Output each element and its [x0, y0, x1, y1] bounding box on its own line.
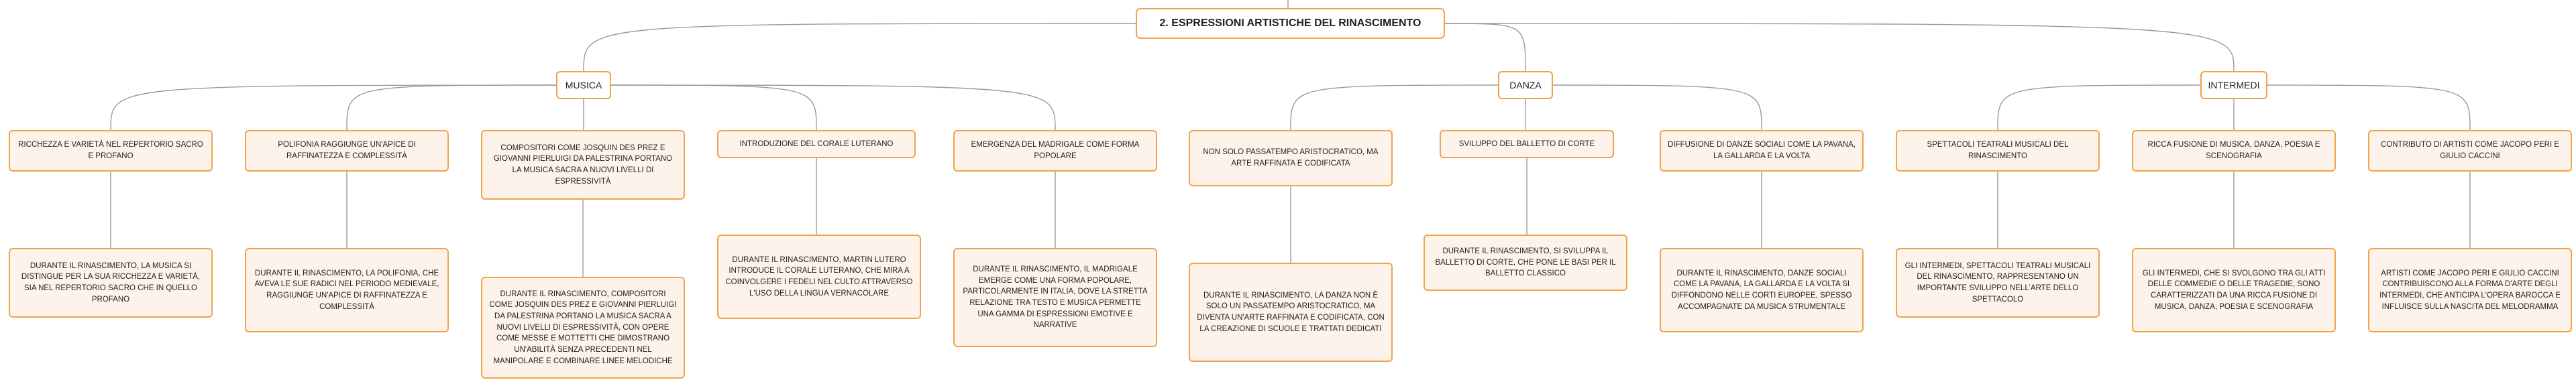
link-category-musica-topic-musica-1	[110, 84, 557, 131]
detail-danza-3[interactable]: DURANTE IL RINASCIMENTO, DANZE SOCIALI C…	[1660, 248, 1864, 332]
topic-danza-1[interactable]: NON SOLO PASSATEMPO ARISTOCRATICO, MA AR…	[1189, 130, 1393, 186]
topic-danza-3[interactable]: DIFFUSIONE DI DANZE SOCIALI COME LA PAVA…	[1660, 130, 1864, 172]
link-category-intermedi-topic-intermedi-1	[1997, 84, 2201, 131]
category-intermedi[interactable]: INTERMEDI	[2200, 71, 2267, 99]
link-category-danza-topic-danza-3	[1552, 84, 1762, 131]
topic-danza-2[interactable]: SVILUPPO DEL BALLETTO DI CORTE	[1440, 130, 1614, 158]
detail-musica-2[interactable]: DURANTE IL RINASCIMENTO, LA POLIFONIA, C…	[245, 248, 449, 332]
link-root-category-intermedi	[1444, 23, 2235, 72]
detail-intermedi-1[interactable]: GLI INTERMEDI, SPETTACOLI TEATRALI MUSIC…	[1896, 248, 2100, 318]
link-category-musica-topic-musica-4	[610, 84, 817, 131]
detail-musica-1[interactable]: DURANTE IL RINASCIMENTO, LA MUSICA SI DI…	[9, 248, 213, 318]
topic-musica-1[interactable]: RICCHEZZA E VARIETÀ NEL REPERTORIO SACRO…	[9, 130, 213, 172]
topic-musica-2[interactable]: POLIFONIA RAGGIUNGE UN'APICE DI RAFFINAT…	[245, 130, 449, 172]
detail-musica-3[interactable]: DURANTE IL RINASCIMENTO, COMPOSITORI COM…	[481, 277, 685, 379]
topic-musica-5[interactable]: EMERGENZA DEL MADRIGALE COME FORMA POPOL…	[953, 130, 1157, 172]
detail-musica-4[interactable]: DURANTE IL RINASCIMENTO, MARTIN LUTERO I…	[717, 235, 921, 319]
detail-intermedi-3[interactable]: ARTISTI COME JACOPO PERI E GIULIO CACCIN…	[2368, 248, 2572, 332]
category-musica[interactable]: MUSICA	[556, 71, 611, 99]
link-category-musica-topic-musica-2	[346, 84, 557, 131]
category-danza[interactable]: DANZA	[1498, 71, 1553, 99]
link-root-category-danza	[1444, 23, 1526, 72]
detail-musica-5[interactable]: DURANTE IL RINASCIMENTO, IL MADRIGALE EM…	[953, 248, 1157, 347]
topic-intermedi-3[interactable]: CONTRIBUTO DI ARTISTI COME JACOPO PERI E…	[2368, 130, 2572, 172]
detail-intermedi-2[interactable]: GLI INTERMEDI, CHE SI SVOLGONO TRA GLI A…	[2132, 248, 2336, 332]
link-category-intermedi-topic-intermedi-3	[2267, 84, 2471, 131]
link-root-category-musica	[583, 23, 1136, 72]
topic-musica-4[interactable]: INTRODUZIONE DEL CORALE LUTERANO	[717, 130, 916, 158]
root-node[interactable]: 2. ESPRESSIONI ARTISTICHE DEL RINASCIMEN…	[1136, 8, 1445, 39]
topic-musica-3[interactable]: COMPOSITORI COME JOSQUIN DES PREZ E GIOV…	[481, 130, 685, 200]
detail-danza-1[interactable]: DURANTE IL RINASCIMENTO, LA DANZA NON È …	[1189, 263, 1393, 362]
topic-intermedi-2[interactable]: RICCA FUSIONE DI MUSICA, DANZA, POESIA E…	[2132, 130, 2336, 172]
detail-danza-2[interactable]: DURANTE IL RINASCIMENTO, SI SVILUPPA IL …	[1424, 235, 1627, 291]
link-category-danza-topic-danza-1	[1290, 84, 1499, 131]
link-category-musica-topic-musica-5	[610, 84, 1056, 131]
topic-intermedi-1[interactable]: SPETTACOLI TEATRALI MUSICALI DEL RINASCI…	[1896, 130, 2100, 172]
